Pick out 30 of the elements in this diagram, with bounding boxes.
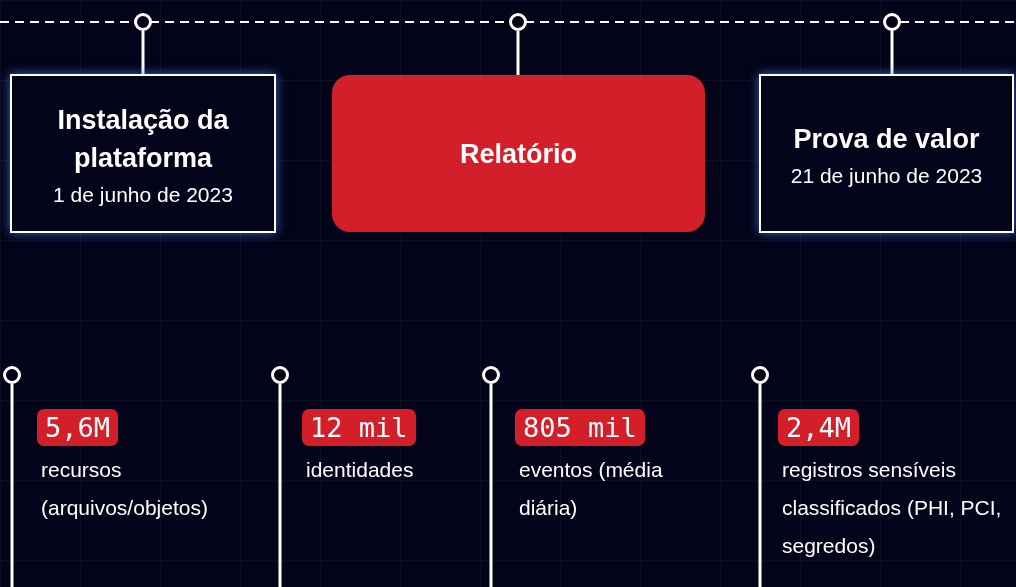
timeline-marker — [751, 366, 769, 384]
connector-line — [10, 384, 14, 587]
timeline-marker — [509, 13, 527, 31]
stat-description: recursos (arquivos/objetos) — [41, 457, 209, 521]
milestone-title: Prova de valor — [793, 122, 980, 156]
milestone-box — [332, 75, 705, 232]
stat-badge: 2,4M — [778, 409, 860, 446]
connector-line — [890, 31, 894, 74]
stat-description: eventos (média diária) — [519, 457, 664, 521]
stat-badge: 805 mil — [515, 409, 645, 446]
milestone-title: Instalação da plataforma — [56, 103, 230, 175]
stat-badge: 5,6M — [37, 409, 119, 446]
connector-line — [758, 384, 762, 587]
milestone-title: Relatório — [460, 137, 577, 171]
connector-line — [278, 384, 282, 587]
milestone-card — [759, 74, 1014, 233]
timeline-marker — [3, 366, 21, 384]
stat-description: registros sensíveis classificados (PHI, PCI, segredos) — [782, 457, 1003, 559]
timeline-marker — [482, 366, 500, 384]
connector-line — [141, 31, 145, 74]
milestone-card — [10, 74, 276, 233]
timeline-marker — [271, 366, 289, 384]
stat-badge: 12 mil — [302, 409, 416, 446]
milestone-date: 21 de junho de 2023 — [790, 163, 983, 188]
connector-line — [489, 384, 493, 587]
timeline-marker — [883, 13, 901, 31]
connector-line — [516, 31, 520, 75]
stat-description: identidades — [306, 457, 415, 483]
timeline-marker — [134, 13, 152, 31]
milestone-date: 1 de junho de 2023 — [53, 182, 233, 207]
